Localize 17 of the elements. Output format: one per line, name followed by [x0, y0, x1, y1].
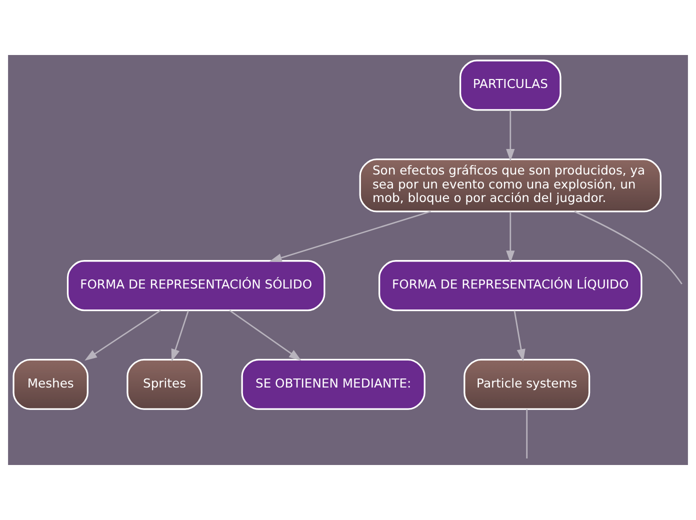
- node-box: SE OBTIENEN MEDIANTE:: [241, 358, 426, 410]
- arrow: [506, 212, 515, 263]
- arrow: [171, 310, 189, 362]
- node-box: FORMA DE REPRESENTACIÓN LÍQUIDO: [378, 260, 642, 312]
- arrow: [506, 110, 515, 162]
- connector: [574, 210, 682, 284]
- node-box: Son efectos gráficos que son producidos, ya sea por un evento como una explosión, un mob, bloque o por acción del jugador.: [359, 158, 662, 212]
- arrow: [269, 210, 431, 262]
- node-box: PARTICULAS: [459, 60, 562, 111]
- node-box: Particle systems: [464, 358, 590, 410]
- arrow: [514, 310, 526, 362]
- node-box: Meshes: [12, 358, 88, 410]
- connector: [526, 409, 528, 458]
- arrow: [84, 310, 161, 361]
- node-box: Sprites: [126, 358, 202, 410]
- arrow: [229, 310, 302, 361]
- node-box: FORMA DE REPRESENTACIÓN SÓLIDO: [66, 260, 326, 312]
